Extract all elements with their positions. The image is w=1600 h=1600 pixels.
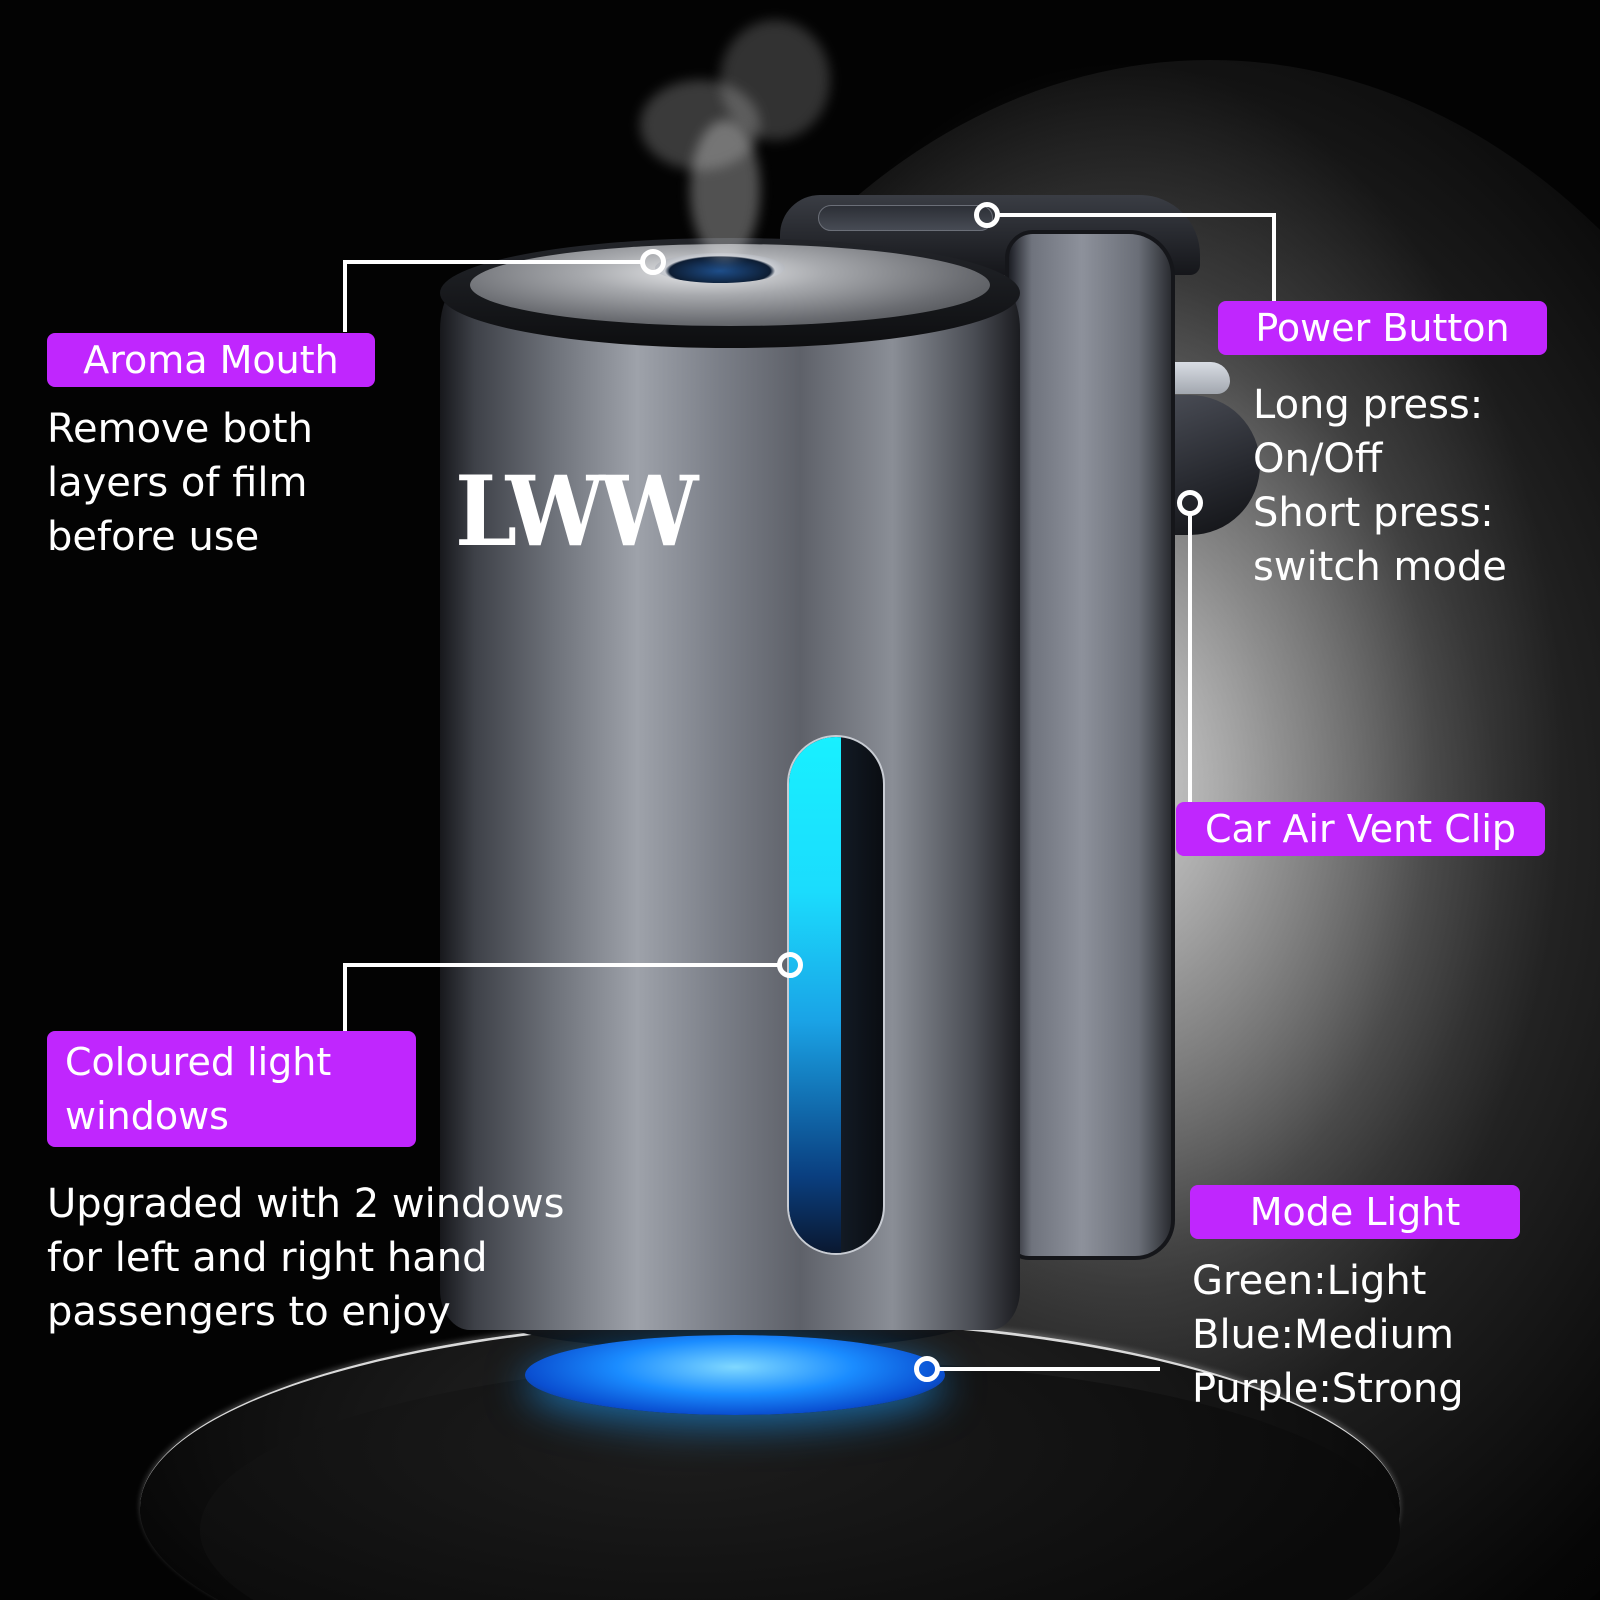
vent-clip-leader-v	[1188, 514, 1192, 802]
power-button-leader-v	[1272, 213, 1276, 301]
aroma-mouth-description: Remove both layers of film before use	[47, 406, 313, 560]
light-window-leader-v	[343, 963, 347, 1031]
light-window-marker	[777, 952, 803, 978]
vent-clip-label: Car Air Vent Clip	[1176, 802, 1545, 856]
window-light	[789, 737, 841, 1253]
aroma-mouth-label: Aroma Mouth	[47, 333, 375, 387]
power-button-leader-h	[998, 213, 1276, 217]
vent-clip-back-plate	[1005, 230, 1175, 1260]
mode-light-marker	[914, 1356, 940, 1382]
light-window-label: Coloured light windows	[47, 1031, 416, 1147]
smoke-plume	[720, 20, 830, 140]
smoke-plume	[690, 120, 760, 260]
vent-clip-marker	[1177, 490, 1203, 516]
mode-light-description: Green:Light Blue:Medium Purple:Strong	[1192, 1258, 1464, 1412]
brand-logo: LWW	[455, 455, 698, 568]
light-window-leader-h	[343, 963, 778, 967]
coloured-light-window	[787, 735, 885, 1255]
smoke-plume	[640, 80, 760, 170]
aroma-mouth-leader-v	[343, 262, 347, 332]
power-button-marker	[974, 202, 1000, 228]
mode-light-leader-h	[938, 1367, 1160, 1371]
device-body	[440, 270, 1020, 1330]
aroma-mouth-opening	[655, 253, 785, 283]
power-button-description: Long press: On/Off Short press: switch m…	[1253, 382, 1507, 590]
aroma-mouth-marker	[640, 249, 666, 275]
light-window-description: Upgraded with 2 windows for left and rig…	[47, 1181, 565, 1335]
power-button-part	[818, 205, 993, 231]
mode-light-label: Mode Light	[1190, 1185, 1520, 1239]
aroma-mouth-leader-h	[343, 260, 641, 264]
mode-light-glow	[525, 1335, 945, 1415]
power-button-label: Power Button	[1218, 301, 1547, 355]
